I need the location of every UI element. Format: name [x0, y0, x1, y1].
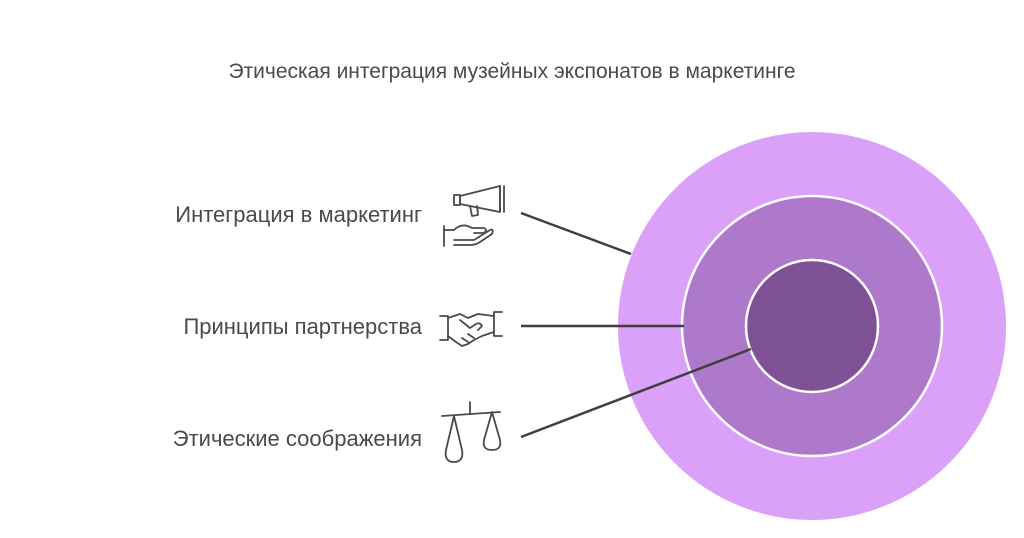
scales-icon: [441, 401, 502, 463]
concentric-rings: [616, 130, 1008, 522]
handshake-icon: [439, 311, 503, 347]
connector-line-ethics: [520, 347, 752, 439]
megaphone-hand-icon: [443, 185, 505, 247]
label-marketing-integration: Интеграция в маркетинг: [175, 202, 422, 227]
label-ethical-considerations: Этические соображения: [173, 426, 422, 451]
label-partnership-principles: Принципы партнерства: [183, 314, 422, 339]
diagram-title: Этическая интеграция музейных экспонатов…: [228, 60, 795, 83]
connector-line-marketing: [520, 211, 632, 256]
inner-circle: [744, 258, 880, 394]
